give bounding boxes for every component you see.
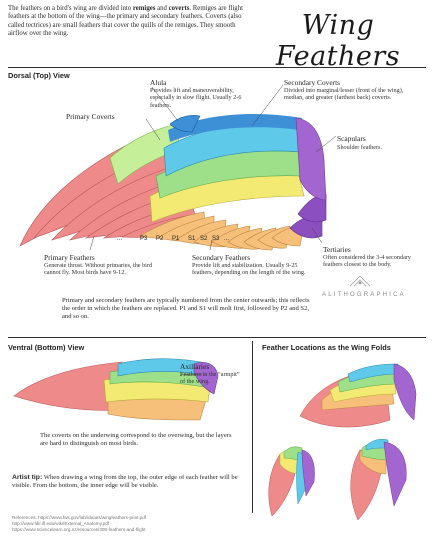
primary-feathers-label: Primary Feathers (44, 253, 95, 262)
scapulars-label: Scapulars (337, 134, 366, 143)
dorsal-marginal-coverts (168, 114, 302, 142)
folds-heading: Feather Locations as the Wing Folds (262, 343, 391, 352)
dorsal-alula (169, 114, 201, 133)
axillaries-desc: Feathers in the “armpit” of the wing. (180, 371, 240, 386)
feather-number-p3: P3 (140, 236, 148, 242)
ventral-axillaries (193, 362, 219, 395)
intro-part2: . Remiges are flight feathers at the bot… (8, 5, 243, 37)
divider-vertical (252, 341, 253, 513)
primary-feathers-desc: Generate thrust. Without primaries, the … (44, 262, 153, 277)
secondary-feathers-label: Secondary Feathers (192, 253, 251, 262)
primary-coverts-label: Primary Coverts (66, 112, 115, 121)
intro-text: The feathers on a bird's wing are divide… (8, 5, 256, 38)
dorsal-wing (19, 114, 327, 251)
intro-coverts: coverts (168, 5, 190, 12)
references: References: https://www.fws.gov/lab/idea… (12, 515, 252, 532)
dorsal-leader-lines (89, 84, 337, 251)
folded-wing-3 (350, 439, 407, 521)
feather-number-7: ... (224, 236, 230, 242)
feather-number-s1: S1 (188, 236, 196, 242)
feather-number-s2: S2 (200, 236, 208, 242)
feather-number-p2: P2 (156, 236, 164, 242)
divider-top (8, 67, 426, 68)
secondary-coverts-label: Secondary Coverts (284, 78, 341, 87)
intro-and: and (155, 5, 169, 12)
dorsal-heading: Dorsal (Top) View (8, 71, 70, 80)
page-title: Wing Feathers (275, 10, 401, 72)
reference-link-3[interactable]: https://www.sciencelearn.org.nz/resource… (12, 526, 146, 532)
ventral-note: The coverts on the underwing correspond … (40, 432, 232, 447)
alula-desc: Provides lift and maneuverability, espec… (150, 87, 242, 109)
feather-number-p1: P1 (172, 236, 180, 242)
reference-link-2[interactable]: http://www.fdir.ifl.edu/wiki/External_An… (12, 520, 110, 526)
feather-number-0: ... (117, 236, 123, 242)
dorsal-scapulars (295, 117, 327, 201)
secondary-feathers-desc: Provide lift and stabilization. Usually … (192, 262, 306, 277)
ventral-heading: Ventral (Bottom) View (8, 343, 85, 352)
artist-tip-label: Artist tip: (12, 474, 43, 481)
secondary-coverts-desc: Divided into marginal/lesser (front of t… (284, 87, 404, 102)
folded-wing-2 (268, 446, 315, 517)
dorsal-secondaries (139, 211, 305, 251)
feather-number-s3: S3 (212, 236, 220, 242)
references-label: References: (12, 515, 37, 520)
intro-part1: The feathers on a bird's wing are divide… (8, 5, 133, 12)
brand-emblem (349, 275, 371, 287)
reference-link-1[interactable]: https://www.fws.gov/lab/ideaes/wingfeath… (38, 515, 147, 520)
alula-label: Alula (150, 78, 167, 87)
ventral-secondaries (107, 397, 207, 421)
brand-wordmark: ALITHOGRAPHICA (322, 292, 406, 298)
ventral-wing (13, 358, 219, 421)
folded-wing-1 (299, 363, 417, 428)
tertiaries-label: Tertiaries (323, 245, 351, 254)
artist-tip: Artist tip: When drawing a wing from the… (12, 474, 244, 490)
artist-tip-text: When drawing a wing from the top, the ou… (12, 474, 238, 489)
numbering-note: Primary and secondary feathers are typic… (62, 297, 310, 320)
axillaries-label: Axillaries (180, 362, 210, 371)
tertiaries-desc: Often considered the 3-4 secondary feath… (323, 254, 411, 269)
intro-remiges: remiges (132, 5, 156, 12)
dorsal-tertiaries (289, 193, 327, 239)
divider-middle (8, 337, 426, 338)
scapulars-desc: Shoulder feathers. (337, 144, 383, 151)
